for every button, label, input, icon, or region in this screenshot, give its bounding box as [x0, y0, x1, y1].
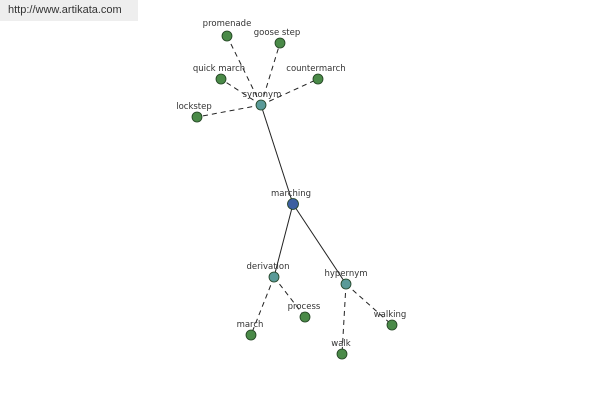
node-label-synonym[interactable]: synonym [243, 90, 282, 100]
node-promenade[interactable] [221, 30, 233, 42]
edge-synonym-lockstep [196, 104, 262, 118]
node-label-hypernym[interactable]: hypernym [324, 269, 367, 279]
node-synonym[interactable] [255, 99, 267, 111]
node-process[interactable] [299, 311, 311, 323]
edge-synonym-quick_march [220, 78, 262, 106]
node-label-countermarch[interactable]: countermarch [286, 64, 345, 74]
node-label-process[interactable]: process [288, 302, 321, 312]
node-walk[interactable] [336, 348, 348, 360]
source-url[interactable]: http://www.artikata.com [0, 0, 138, 21]
node-walking[interactable] [386, 319, 398, 331]
node-countermarch[interactable] [312, 73, 324, 85]
graph-nodes: marching synonym derivation hypernym promena… [176, 19, 407, 360]
node-label-goose-step[interactable]: goose step [254, 28, 301, 38]
node-label-promenade[interactable]: promenade [203, 19, 252, 29]
node-derivation[interactable] [268, 271, 280, 283]
node-lockstep[interactable] [191, 111, 203, 123]
node-marching[interactable] [287, 198, 299, 210]
edge-synonym-goose_step [260, 42, 281, 106]
edge-hypernym-walk [341, 283, 347, 355]
node-label-walk[interactable]: walk [331, 339, 351, 349]
graph-edges [196, 35, 393, 355]
edge-synonym-countermarch [260, 78, 319, 106]
edge-marching-hypernym [292, 203, 347, 285]
edge-synonym-promenade [226, 35, 262, 106]
edge-derivation-march [250, 276, 275, 336]
edge-hypernym-walking [345, 283, 393, 326]
node-hypernym[interactable] [340, 278, 352, 290]
node-label-marching[interactable]: marching [271, 189, 311, 199]
edge-marching-derivation [273, 203, 294, 278]
node-march[interactable] [245, 329, 257, 341]
node-label-quick-march[interactable]: quick march [193, 64, 245, 74]
node-goose-step[interactable] [274, 37, 286, 49]
node-label-lockstep[interactable]: lockstep [176, 102, 212, 112]
node-quick-march[interactable] [215, 73, 227, 85]
node-label-march[interactable]: march [237, 320, 264, 330]
node-label-walking[interactable]: walking [374, 310, 407, 320]
edge-marching-synonym [260, 104, 294, 205]
node-label-derivation[interactable]: derivation [246, 262, 289, 272]
